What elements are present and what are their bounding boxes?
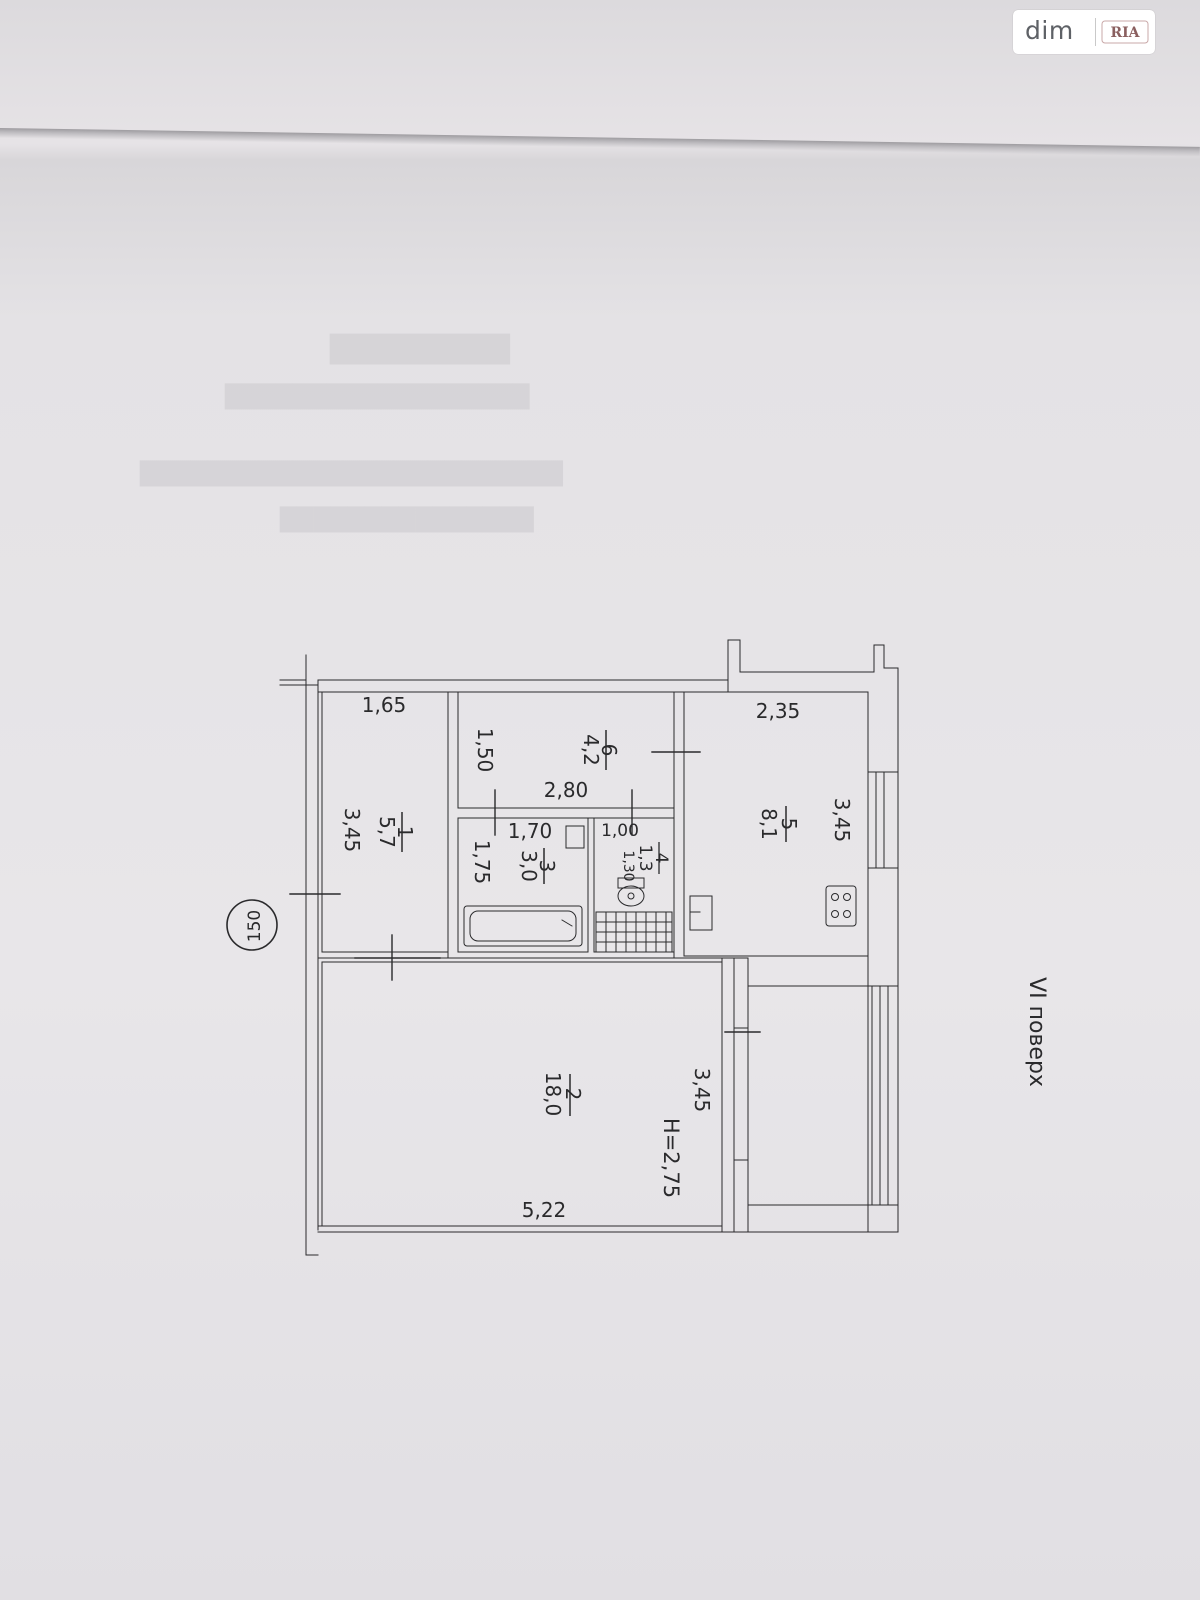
- tiled-floor-grid: [595, 911, 673, 953]
- room2-number: 2: [561, 1088, 585, 1101]
- room1-number: 1: [393, 826, 417, 839]
- apartment-number-circle: [226, 899, 278, 951]
- bathtub-icon: [463, 905, 583, 947]
- room4-width-dim: 1,30: [620, 850, 636, 881]
- floor-label: VI поверх: [1024, 977, 1049, 1087]
- room2-width-dim: 5,22: [522, 1198, 567, 1222]
- outer-wall-top: [317, 639, 899, 1233]
- show-through-blur-3: █████████████████████████: [140, 462, 563, 487]
- room-5-outline: [683, 691, 869, 957]
- show-through-blur-4: ███████████████: [280, 508, 534, 533]
- ria-logo-icon: RIA: [1101, 20, 1149, 44]
- door-marks: [289, 751, 761, 1033]
- sink-icon: [565, 825, 585, 849]
- room6-area: 4,2: [579, 734, 603, 766]
- stove-icon: [825, 885, 857, 927]
- room2-length-dim: 3,45: [690, 1068, 714, 1113]
- room4-area: 1,3: [635, 844, 655, 871]
- room6-width-dim: 1,50: [473, 728, 497, 773]
- room2-area: 18,0: [541, 1072, 565, 1117]
- ceiling-height: H=2,75: [659, 1118, 683, 1198]
- room6-number: 6: [597, 744, 621, 757]
- toilet-icon: [617, 877, 645, 907]
- svg-text:RIA: RIA: [1110, 25, 1140, 41]
- kitchen-sink-icon: [689, 895, 713, 931]
- room3-area: 3,0: [517, 850, 541, 882]
- show-through-blur-1: █████████: [330, 335, 510, 365]
- room3-width-dim: 1,75: [470, 840, 494, 885]
- room5-width-dim: 2,35: [756, 699, 801, 723]
- room1-length-dim: 3,45: [340, 808, 364, 853]
- room3-number: 3: [535, 860, 559, 873]
- room5-area: 8,1: [757, 808, 781, 840]
- room5-length-dim: 3,45: [830, 798, 854, 843]
- room1-area: 5,7: [375, 816, 399, 848]
- outer-wall-left: [279, 654, 319, 1256]
- watermark-badge: dim RIA: [1013, 10, 1155, 54]
- room4-length-dim: 1,00: [601, 821, 639, 841]
- apartment-number: 150: [245, 910, 265, 942]
- watermark-site-text: dim: [1025, 16, 1074, 45]
- room4-number: 4: [651, 853, 671, 864]
- watermark-divider: [1095, 18, 1096, 46]
- outer-wall-right: [747, 691, 899, 1233]
- room1-width-dim: 1,65: [362, 693, 407, 717]
- show-through-blur-2: ██████████████████: [225, 385, 530, 410]
- corridor-length-dim: 2,80: [544, 778, 589, 802]
- room5-number: 5: [777, 818, 801, 831]
- room3-length-dim: 1,70: [508, 819, 553, 843]
